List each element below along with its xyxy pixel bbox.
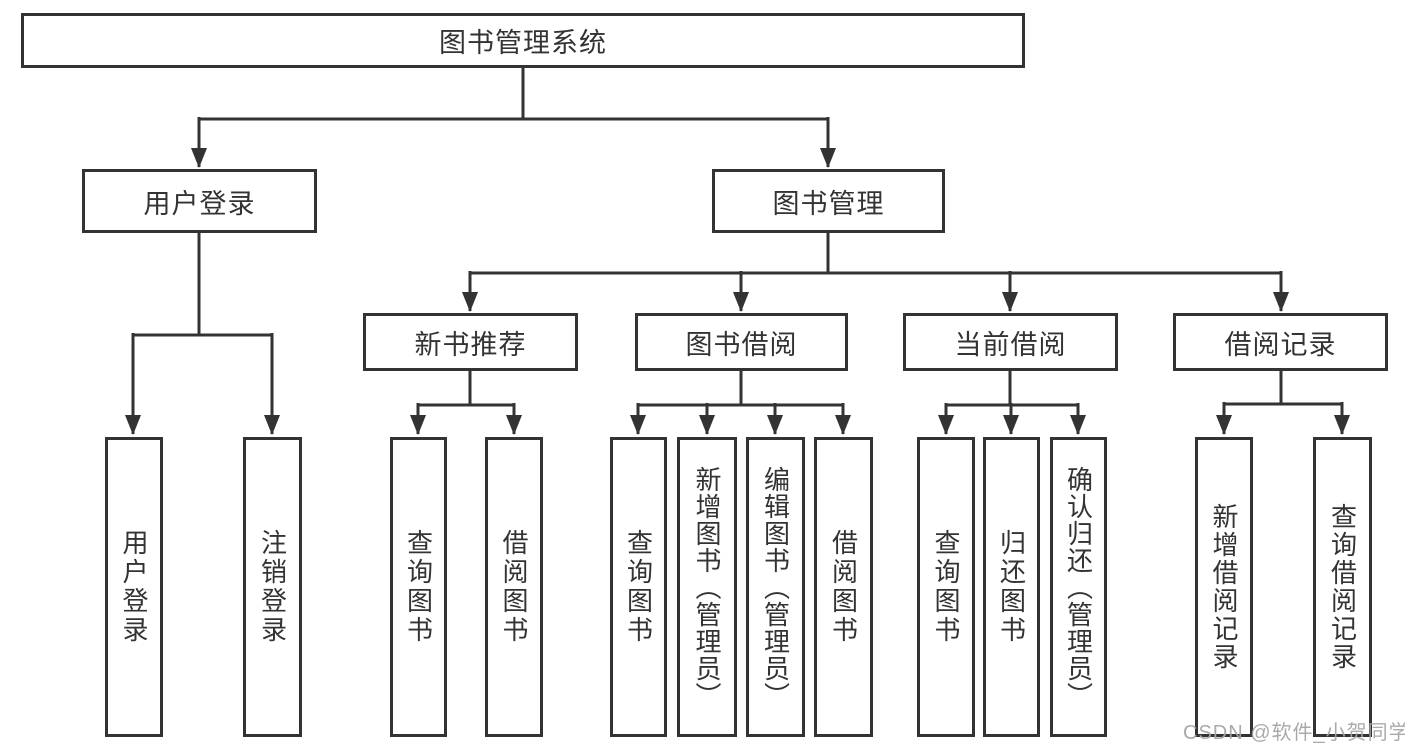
node-leaf-query-books-2: 查询图书 <box>610 437 667 737</box>
node-leaf-user-login: 用户登录 <box>105 437 163 737</box>
node-leaf-return-books: 归还图书 <box>983 437 1040 737</box>
node-current-borrowing: 当前借阅 <box>903 313 1118 371</box>
node-book-management: 图书管理 <box>712 169 945 233</box>
node-book-borrowing: 图书借阅 <box>635 313 848 371</box>
node-leaf-confirm-return-admin: 确认归还（管理员） <box>1050 437 1107 737</box>
node-leaf-query-books-1: 查询图书 <box>390 437 447 737</box>
node-leaf-logout: 注销登录 <box>243 437 302 737</box>
node-borrow-records: 借阅记录 <box>1173 313 1388 371</box>
watermark: CSDN @软件_小贺同学 <box>1183 722 1405 744</box>
node-leaf-borrow-books-2: 借阅图书 <box>814 437 873 737</box>
node-new-book-recommend: 新书推荐 <box>363 313 578 371</box>
node-leaf-query-books-3: 查询图书 <box>917 437 975 737</box>
node-leaf-borrow-books-1: 借阅图书 <box>485 437 543 737</box>
node-leaf-add-books-admin: 新增图书（管理员） <box>677 437 737 737</box>
node-leaf-query-borrow-record: 查询借阅记录 <box>1313 437 1372 737</box>
node-user-login: 用户登录 <box>82 169 317 233</box>
node-leaf-edit-books-admin: 编辑图书（管理员） <box>746 437 805 737</box>
node-leaf-add-borrow-record: 新增借阅记录 <box>1195 437 1253 737</box>
node-library-system: 图书管理系统 <box>21 13 1025 68</box>
